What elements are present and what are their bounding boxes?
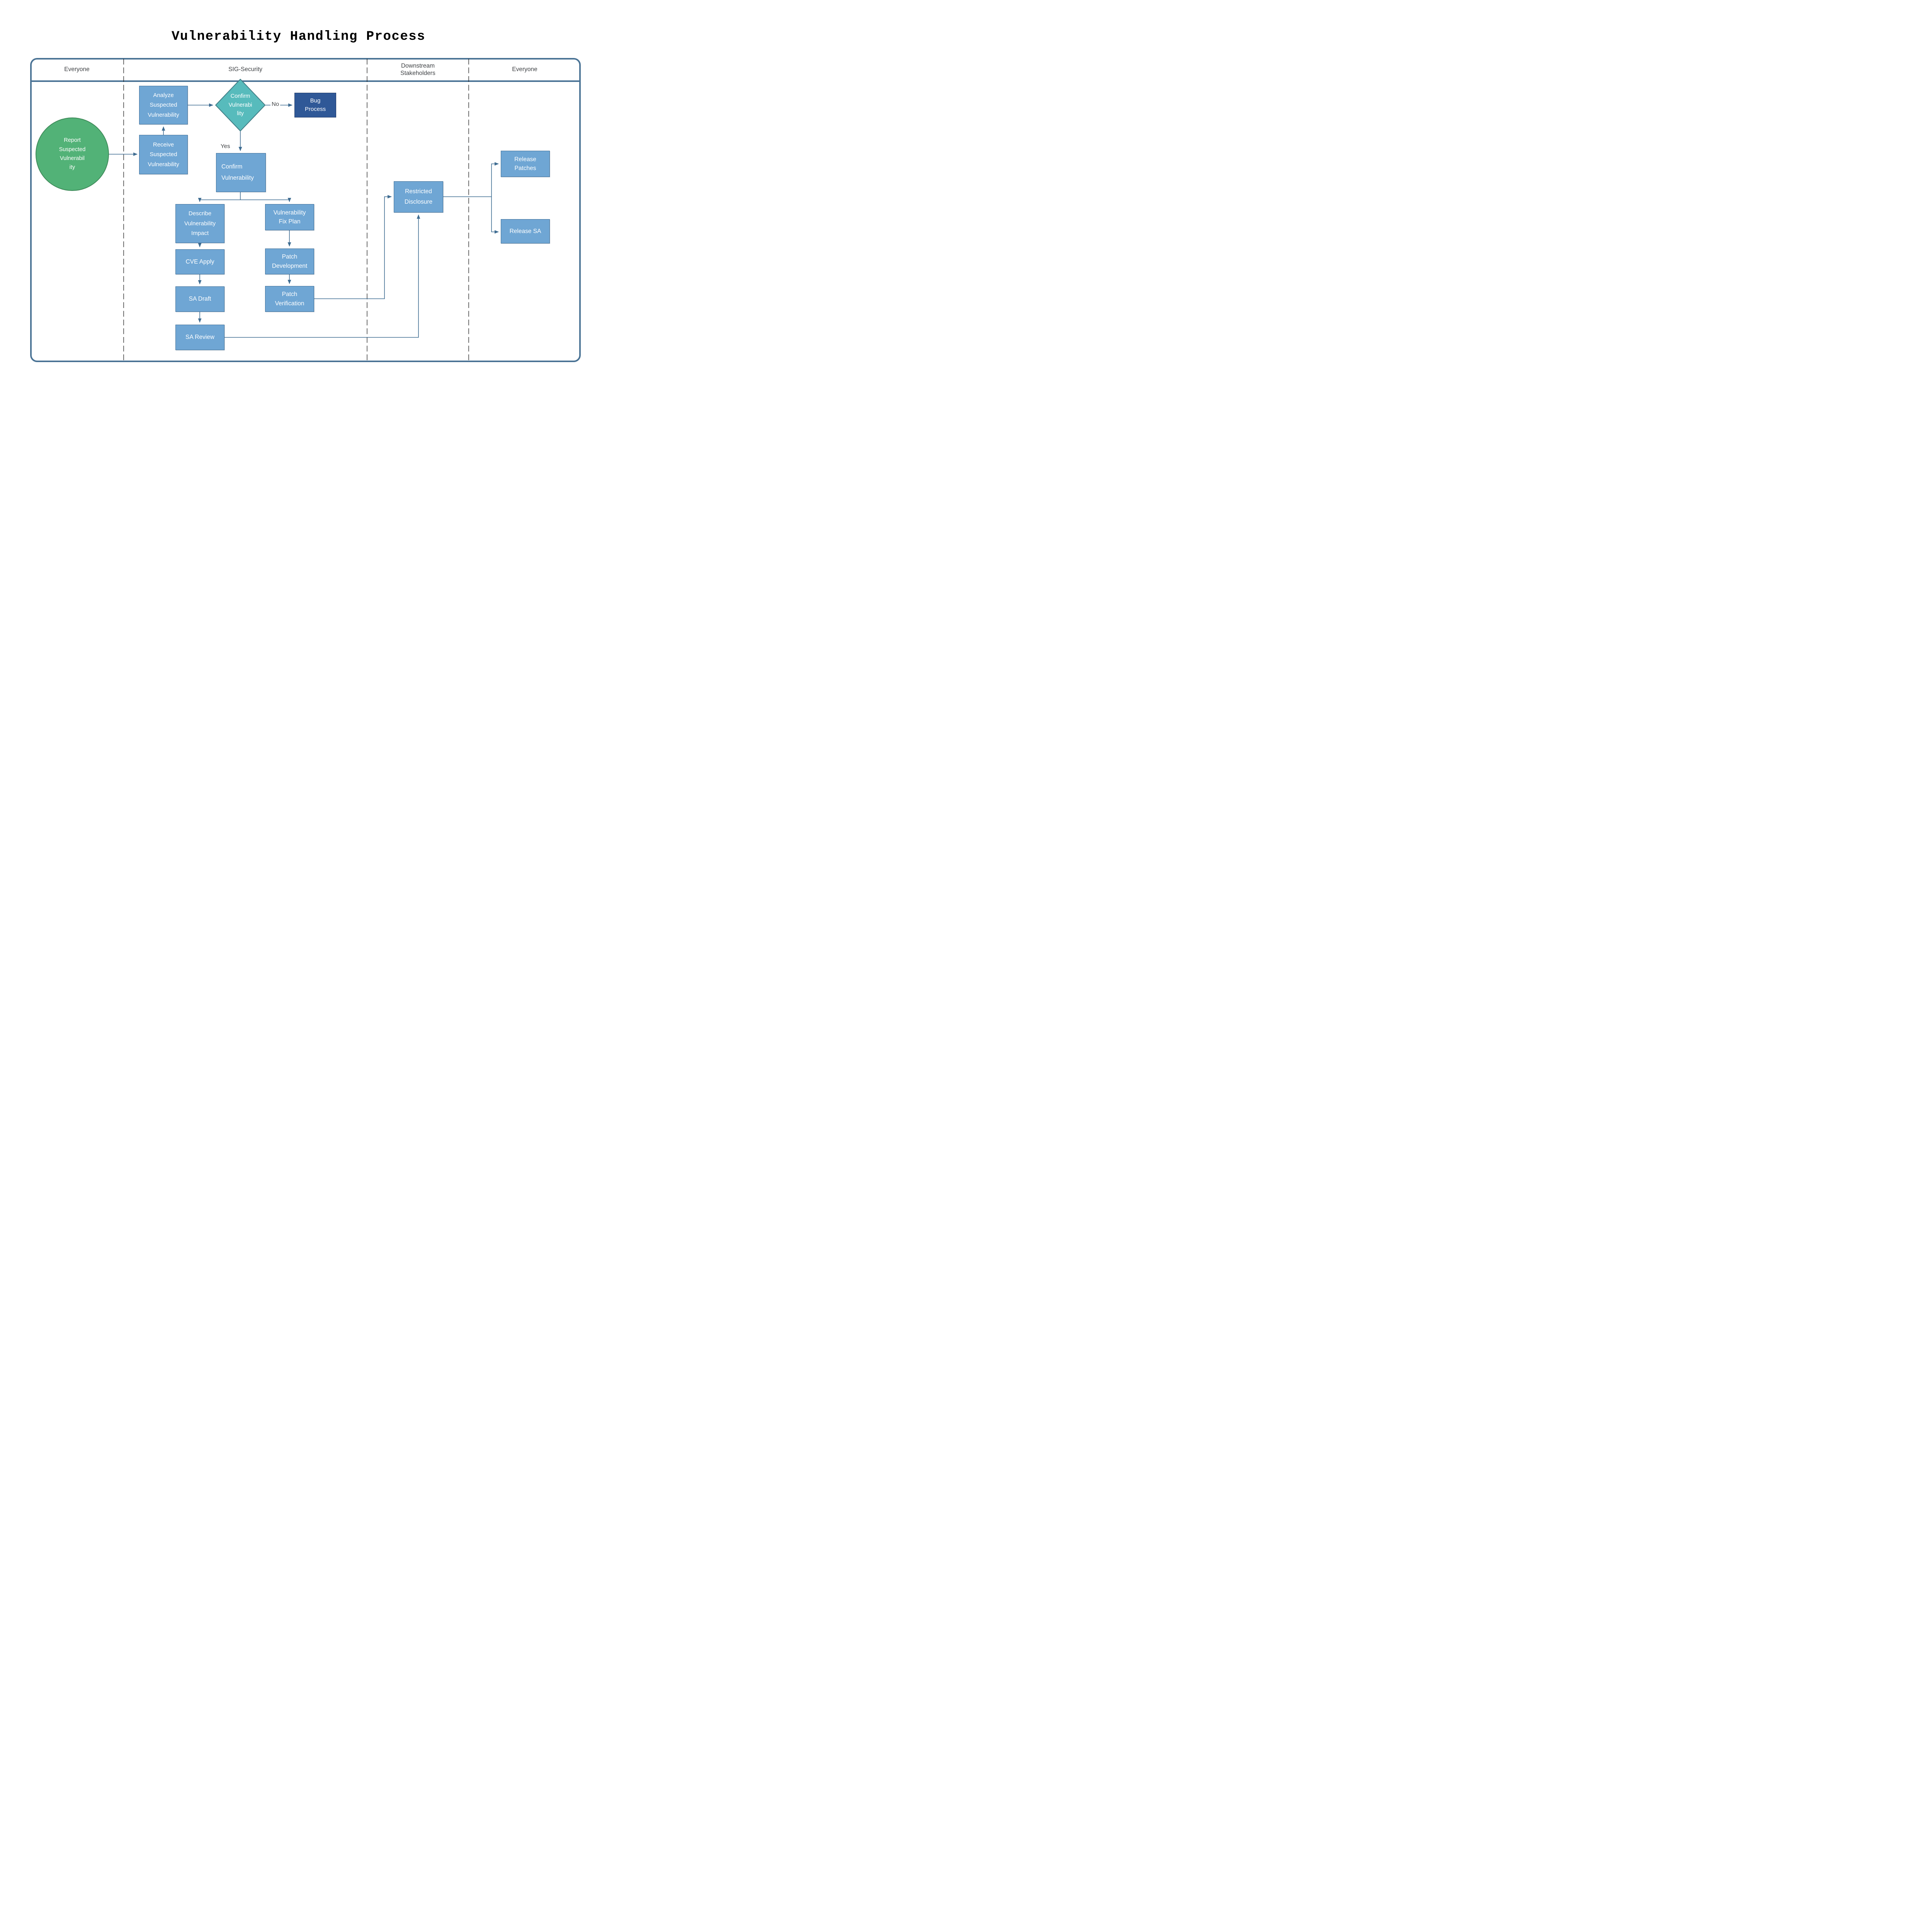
edge-label-no: No (270, 101, 281, 107)
node-patch-verification: Patch Verification (265, 286, 314, 312)
page-title: Vulnerability Handling Process (171, 29, 426, 44)
edge-label-yes: Yes (219, 143, 231, 150)
node-receive-suspected-vulnerability: Receive Suspected Vulnerability (139, 135, 188, 174)
node-report-suspected-vulnerability: Report Suspected Vulnerabil ity (36, 117, 109, 191)
node-analyze-suspected-vulnerability: Analyze Suspected Vulnerability (139, 86, 188, 124)
swimlane-frame (30, 58, 581, 362)
node-bug-process: Bug Process (294, 93, 336, 117)
lane-header-everyone-left: Everyone (64, 66, 90, 73)
lane-header-sig-security: SIG-Security (228, 66, 262, 73)
decision-label: Confirm Vulnerabi lity (228, 93, 252, 117)
edge-patchver-to-restricted (314, 195, 392, 299)
node-sa-review: SA Review (175, 325, 224, 350)
node-confirm-vulnerability-decision: Confirm Vulnerabi lity (215, 79, 265, 131)
node-sa-draft: SA Draft (175, 286, 224, 312)
node-vulnerability-fix-plan: Vulnerability Fix Plan (265, 204, 314, 230)
node-release-sa: Release SA (501, 219, 550, 243)
edge-branch-to-release-sa (491, 197, 499, 234)
diamond-shape-icon (215, 79, 265, 131)
lane-header-downstream-stakeholders: Downstream Stakeholders (400, 62, 435, 77)
node-cve-apply: CVE Apply (175, 249, 224, 274)
edge-branch-to-release-patches (491, 162, 499, 197)
node-confirm-vulnerability: Confirm Vulnerability (216, 153, 266, 192)
edge-sareview-to-restricted (224, 214, 420, 338)
lane-header-everyone-right: Everyone (512, 66, 537, 73)
node-patch-development: Patch Development (265, 248, 314, 274)
flowchart-page: Vulnerability Handling Process (0, 0, 597, 422)
node-restricted-disclosure: Restricted Disclosure (394, 181, 443, 213)
diagram-wires (30, 58, 581, 362)
node-release-patches: Release Patches (501, 151, 550, 177)
edges (109, 103, 499, 338)
node-describe-vulnerability-impact: Describe Vulnerability Impact (175, 204, 224, 243)
